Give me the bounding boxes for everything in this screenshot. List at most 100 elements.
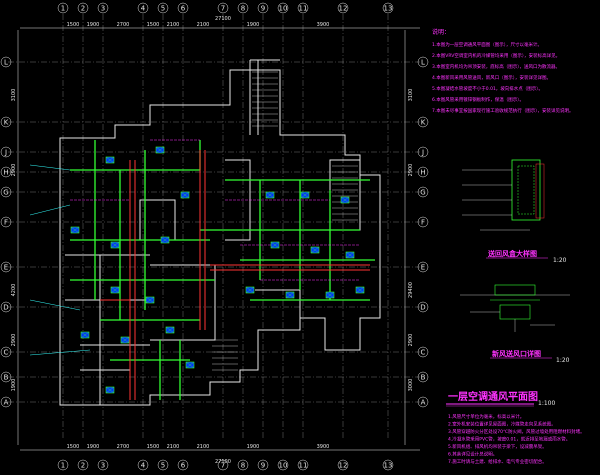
grid-label-right: B bbox=[421, 374, 426, 382]
dimension-bottom: 1500 bbox=[147, 444, 160, 450]
overall-dimension: 27100 bbox=[215, 16, 231, 22]
grid-label-left: B bbox=[4, 374, 9, 382]
grid-label-right: G bbox=[420, 189, 425, 197]
grid-label-bottom: 11 bbox=[299, 462, 308, 470]
grid-bubble-top bbox=[177, 2, 189, 14]
grid-bubble-top bbox=[337, 2, 349, 14]
grid-bubble-left bbox=[0, 116, 12, 128]
grid-label-right: E bbox=[421, 264, 425, 272]
grid-label-bottom: 5 bbox=[161, 462, 165, 470]
grid-bubble-right bbox=[417, 261, 429, 273]
grid-bubble-top bbox=[57, 2, 69, 14]
grid-label-bottom: 3 bbox=[101, 462, 105, 470]
grid-label-right: A bbox=[421, 399, 426, 407]
grid-label-right: H bbox=[420, 169, 425, 177]
note-line: 5.本图凝结水管坡度不小于0.01，坡向排水点（图示）。 bbox=[432, 85, 543, 92]
dimension-bottom: 2100 bbox=[197, 444, 210, 450]
detail-1-title: 送回风盒大样图 bbox=[487, 249, 537, 258]
grid-label-top: 11 bbox=[299, 5, 308, 13]
grid-label-right: K bbox=[421, 119, 426, 127]
grid-label-top: 9 bbox=[261, 5, 265, 13]
grid-label-top: 3 bbox=[101, 5, 105, 13]
grid-bubble-left bbox=[0, 146, 12, 158]
grid-bubble-bottom bbox=[217, 459, 229, 471]
grid-bubble-left bbox=[0, 216, 12, 228]
grid-label-bottom: 8 bbox=[241, 462, 245, 470]
grid-label-top: 1 bbox=[61, 5, 65, 13]
grid-bubble-top bbox=[157, 2, 169, 14]
grid-bubble-right bbox=[417, 346, 429, 358]
grid-label-left: H bbox=[3, 169, 8, 177]
grid-bubble-left bbox=[0, 261, 12, 273]
note-line: 2.本图VRV空调室内机的冷媒管均采用（图示），安装标高详见。 bbox=[432, 52, 560, 59]
drawing-scale: 1:100 bbox=[538, 400, 555, 407]
grid-bubble-bottom bbox=[237, 459, 249, 471]
grid-label-top: 8 bbox=[241, 5, 245, 13]
grid-bubble-left bbox=[0, 56, 12, 68]
grid-bubble-right bbox=[417, 371, 429, 383]
grid-label-top: 7 bbox=[221, 5, 225, 13]
grid-bubble-bottom bbox=[257, 459, 269, 471]
grid-label-top: 2 bbox=[81, 5, 85, 13]
grid-label-right: F bbox=[421, 219, 425, 227]
bottom-note-line: 1.风管尺寸单位为毫米，标高以米计。 bbox=[448, 413, 524, 420]
grid-bubble-bottom bbox=[157, 459, 169, 471]
note-line: 4.本图新风采用风管送风，新风口（图示），安装详见详图。 bbox=[432, 74, 551, 81]
building-walls bbox=[59, 59, 381, 406]
grid-bubble-left bbox=[0, 371, 12, 383]
dimension-top: 3900 bbox=[317, 22, 330, 28]
grid-bubble-right bbox=[417, 216, 429, 228]
dimension-bottom: 1900 bbox=[87, 444, 100, 450]
grid-label-bottom: 10 bbox=[279, 462, 288, 470]
grid-bubble-right bbox=[417, 146, 429, 158]
grid-label-right: C bbox=[421, 349, 426, 357]
grid-bubble-top bbox=[77, 2, 89, 14]
grid-label-left: L bbox=[4, 59, 8, 67]
grid-label-bottom: 1 bbox=[61, 462, 65, 470]
dimension-left: 4200 bbox=[11, 284, 17, 297]
grid-label-left: J bbox=[4, 149, 7, 157]
dimension-top: 1500 bbox=[147, 22, 160, 28]
grid-bubble-top bbox=[382, 2, 394, 14]
bottom-notes-list: 1.风管尺寸单位为毫米，标高以米计。2.室外机安装位置详见屋面图，冷媒管走向见系… bbox=[448, 413, 585, 465]
grid-bubble-bottom bbox=[77, 459, 89, 471]
detail-2-scale: 1:20 bbox=[556, 357, 570, 364]
grid-bubble-left bbox=[0, 186, 12, 198]
bottom-note-line: 6.其余详见设计总说明。 bbox=[448, 451, 497, 458]
grid-label-right: D bbox=[420, 304, 425, 312]
grid-bubble-right bbox=[417, 396, 429, 408]
notes-list: 1.本图为一层空调通风平面图（图示），尺寸以毫米计。 2.本图VRV空调室内机的冷… bbox=[432, 41, 574, 114]
grid-label-top: 12 bbox=[339, 5, 348, 13]
grid-label-left: C bbox=[4, 349, 9, 357]
dimension-right: 29400 bbox=[408, 282, 414, 298]
dimension-bottom: 1900 bbox=[247, 444, 260, 450]
dimension-bottom: 2100 bbox=[167, 444, 180, 450]
notes-heading: 说明： bbox=[432, 28, 450, 36]
grid-label-bottom: 13 bbox=[384, 462, 393, 470]
grid-label-top: 5 bbox=[161, 5, 165, 13]
note-line: 3.本图室内机均为吊顶安装，底标高（图示），送风口为散流器。 bbox=[432, 63, 560, 70]
grid-bubble-bottom bbox=[337, 459, 349, 471]
grid-bubble-right bbox=[417, 166, 429, 178]
grid-bubble-left bbox=[0, 346, 12, 358]
dimension-left: 3100 bbox=[11, 89, 17, 102]
overall-dimension-bottom: 27100 bbox=[215, 459, 231, 465]
grid-bubble-left bbox=[0, 396, 12, 408]
grid-bubble-bottom bbox=[297, 459, 309, 471]
grid-bubble-right bbox=[417, 186, 429, 198]
grid-label-bottom: 9 bbox=[261, 462, 265, 470]
bottom-note-line: 2.室外机安装位置详见屋面图，冷媒管走向见系统图。 bbox=[448, 421, 556, 428]
dimension-left: 2900 bbox=[11, 164, 17, 177]
dimension-bottom: 2700 bbox=[117, 444, 130, 450]
grid-bubble-bottom bbox=[97, 459, 109, 471]
note-line: 1.本图为一层空调通风平面图（图示），尺寸以毫米计。 bbox=[432, 41, 542, 48]
grid-label-top: 10 bbox=[279, 5, 288, 13]
grid-bubble-right bbox=[417, 56, 429, 68]
grid-label-left: K bbox=[4, 119, 9, 127]
grid-label-left: F bbox=[4, 219, 8, 227]
dimension-right: 3100 bbox=[408, 89, 414, 102]
grid-bubble-top bbox=[297, 2, 309, 14]
grid-bubble-right bbox=[417, 116, 429, 128]
grid-label-top: 6 bbox=[181, 5, 186, 13]
